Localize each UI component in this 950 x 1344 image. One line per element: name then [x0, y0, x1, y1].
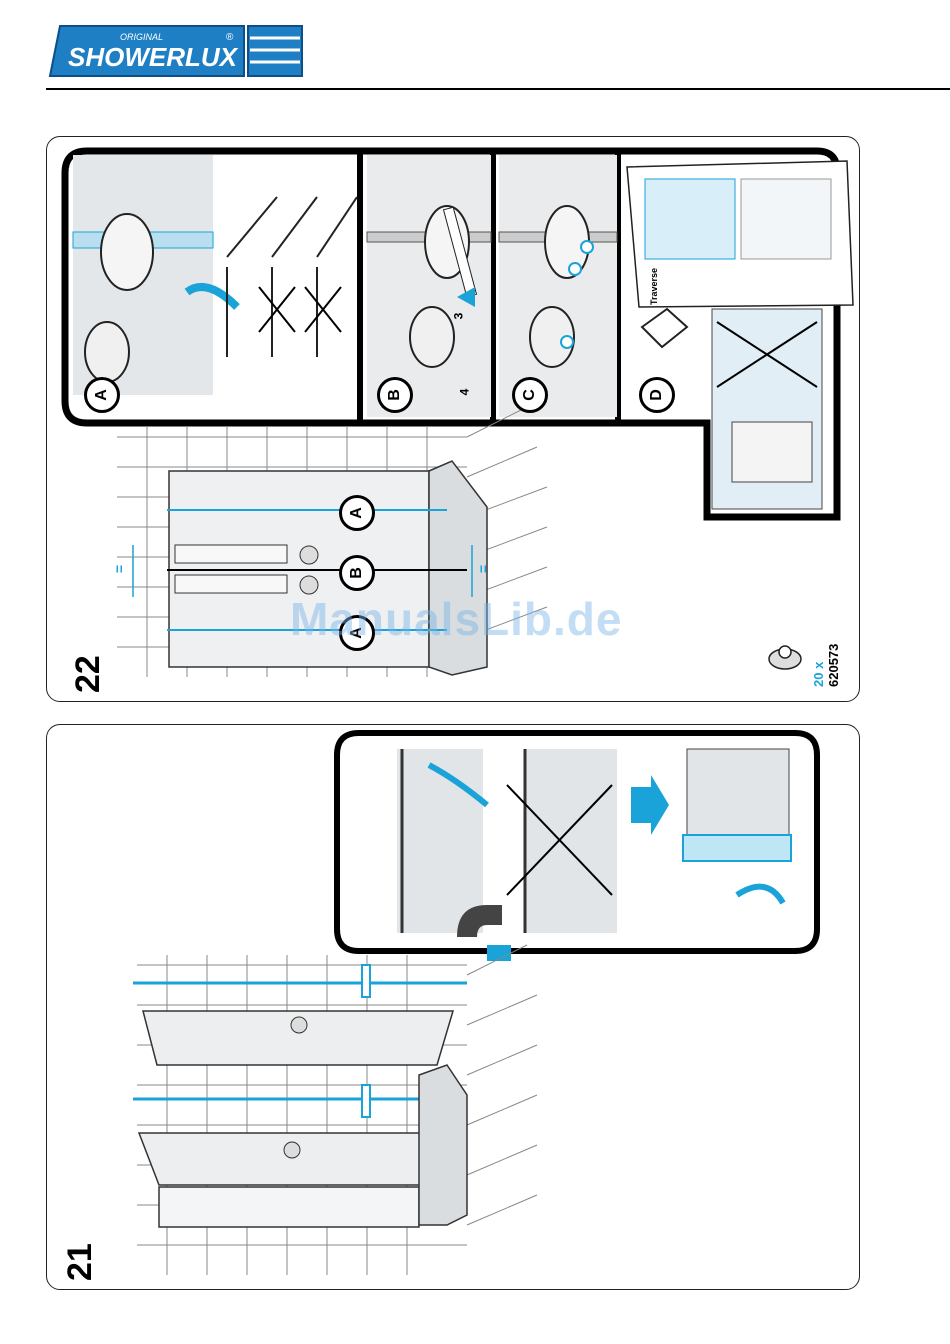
logo-pre-text: ORIGINAL — [120, 32, 163, 42]
callout-a-top: A — [339, 495, 375, 531]
logo-name-text: SHOWERLUX — [68, 42, 239, 72]
leaflet-title: Traverse — [649, 268, 659, 305]
step-21-illustration — [47, 725, 859, 1289]
tool-number-3: 3 — [451, 313, 465, 320]
logo-reg-text: ® — [226, 32, 234, 43]
inset-label-b: B — [377, 377, 413, 413]
header-rule — [46, 88, 950, 90]
callout-b: B — [339, 555, 375, 591]
step-21-number: 21 — [61, 1243, 100, 1281]
inset-label-d: D — [639, 377, 675, 413]
part-quantity: 20 x — [811, 644, 826, 687]
inset-label-a: A — [84, 377, 120, 413]
part-number-label: 20 x 620573 — [811, 644, 841, 687]
inset-label-c: C — [512, 377, 548, 413]
step-21-panel: 21 — [46, 724, 860, 1290]
showerlux-logo: ORIGINAL SHOWERLUX ® — [48, 20, 308, 80]
equal-mark-left: = — [111, 565, 127, 573]
part-code: 620573 — [826, 644, 841, 687]
equal-mark-right: = — [475, 565, 491, 573]
step-22-number: 22 — [69, 655, 108, 693]
tool-number-4: 4 — [457, 389, 471, 396]
watermark: ManualsLib.de — [290, 592, 622, 646]
